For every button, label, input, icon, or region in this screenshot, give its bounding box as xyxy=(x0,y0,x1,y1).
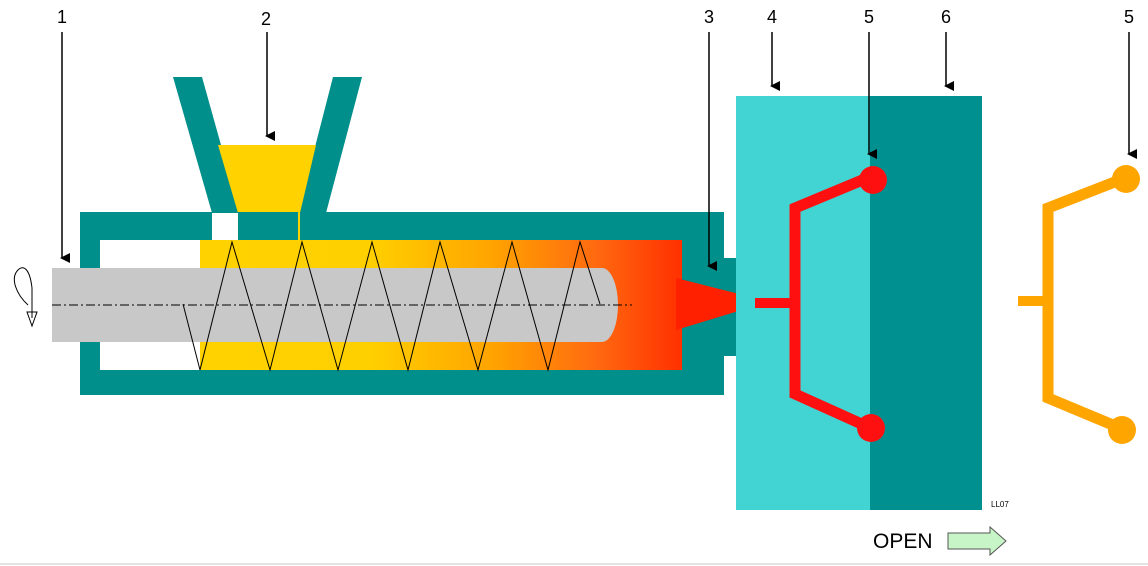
ejected-part-knob-bottom xyxy=(1108,416,1136,444)
molded-part xyxy=(789,170,875,432)
callout-label-2: 2 xyxy=(261,9,271,29)
open-label: OPEN xyxy=(873,530,933,553)
ejected-part xyxy=(1042,172,1127,434)
hopper xyxy=(173,77,362,213)
barrel xyxy=(80,212,724,395)
rotation-arrowhead xyxy=(26,311,38,328)
ejected-part-sprue xyxy=(1018,296,1048,306)
open-arrow-icon xyxy=(947,525,1007,557)
callout-label-3: 3 xyxy=(704,7,714,27)
callout-label-6: 6 xyxy=(941,7,951,27)
nozzle-melt xyxy=(676,278,755,330)
sprue xyxy=(755,298,795,308)
molded-part-knob-bottom xyxy=(857,414,885,442)
callout-label-5a: 5 xyxy=(864,7,874,27)
screw-flights xyxy=(182,240,601,372)
figure-code: LL07 xyxy=(991,500,1009,509)
callout-label-5b: 5 xyxy=(1124,7,1134,27)
mold-moving-half xyxy=(870,96,982,510)
molded-part-knob-top xyxy=(859,166,887,194)
screw-shaft xyxy=(52,268,618,342)
ejected-part-knob-top xyxy=(1112,165,1140,193)
callout-label-1: 1 xyxy=(57,7,67,27)
callout-label-4: 4 xyxy=(767,7,777,27)
rotation-arrow-icon xyxy=(13,267,33,318)
